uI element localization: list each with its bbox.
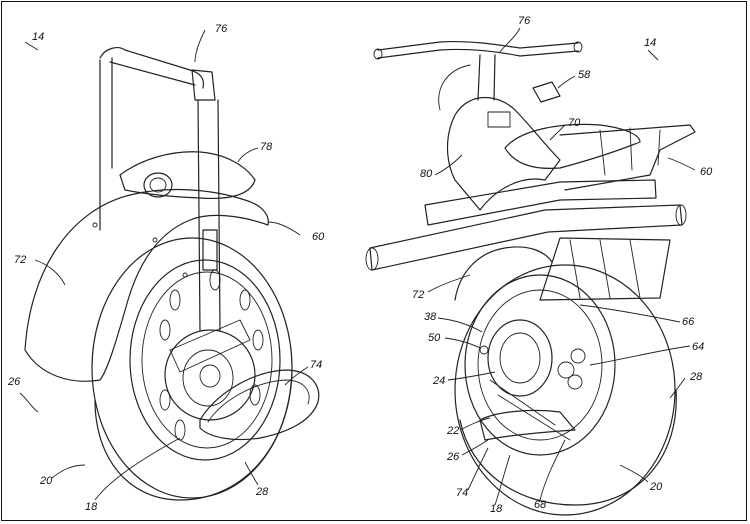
- right-hub: [487, 319, 553, 397]
- left-stanchion: [197, 99, 201, 331]
- label-left-28: 28: [255, 486, 269, 498]
- label-right-22: 22: [446, 425, 459, 437]
- right-handlebar: [377, 40, 579, 51]
- label-right-66: 66: [682, 316, 695, 328]
- right-rim-inner: [477, 289, 603, 441]
- right-remote: [532, 81, 561, 103]
- right-view: [365, 40, 696, 516]
- label-right-64: 64: [692, 341, 704, 353]
- left-reference-labels: 14 76 78 60 72 26 74 20 18 28: [7, 23, 325, 513]
- label-left-26: 26: [7, 376, 21, 388]
- right-component-50: [479, 345, 489, 355]
- right-rim: [464, 274, 616, 456]
- label-right-38: 38: [424, 311, 437, 323]
- label-right-14: 14: [644, 37, 656, 49]
- right-fender: [454, 246, 553, 301]
- label-right-28: 28: [689, 371, 703, 383]
- left-rim-inner: [141, 271, 273, 449]
- right-frame-upper-beam: [424, 179, 657, 226]
- right-seat: [504, 123, 641, 170]
- left-footrest: [199, 369, 320, 441]
- label-right-20: 20: [649, 481, 663, 493]
- left-seat-light: [143, 172, 173, 198]
- label-right-58: 58: [578, 69, 591, 81]
- label-right-24: 24: [432, 375, 445, 387]
- label-left-20: 20: [39, 475, 53, 487]
- label-right-50: 50: [428, 332, 441, 344]
- right-frame-lower-beam: [369, 204, 683, 271]
- left-leaders: [19, 29, 309, 501]
- left-seat: [119, 151, 256, 200]
- left-hub-inner: [182, 349, 234, 407]
- right-reference-labels: 76 14 58 70 80 60 72 38 66 50 64 24 28 2…: [412, 15, 713, 515]
- label-right-68: 68: [534, 499, 547, 511]
- label-left-18: 18: [85, 501, 98, 513]
- left-hub-axle: [199, 364, 221, 388]
- left-tire-outer: [91, 237, 293, 499]
- left-fender: [24, 188, 269, 382]
- left-handle-grip: [191, 69, 216, 101]
- label-right-80: 80: [420, 168, 433, 180]
- left-rim: [129, 259, 281, 461]
- right-leaders: [427, 27, 696, 506]
- left-rim-holes: [159, 269, 264, 441]
- left-tire-tread: [94, 369, 293, 501]
- left-hub: [164, 329, 256, 421]
- left-bracket: [169, 319, 251, 373]
- right-footrest: [479, 409, 576, 441]
- left-stanchion-clamp: [202, 229, 218, 271]
- right-support-frame: [539, 237, 671, 301]
- left-view: [24, 47, 320, 501]
- right-cable: [438, 64, 471, 111]
- right-rack: [559, 124, 696, 191]
- left-handle-bar: [99, 47, 205, 89]
- label-right-60: 60: [700, 166, 713, 178]
- right-display: [487, 111, 511, 128]
- label-left-14: 14: [32, 31, 44, 43]
- label-right-72: 72: [412, 289, 424, 301]
- right-stem: [477, 54, 496, 101]
- right-tire: [454, 264, 676, 516]
- label-right-18: 18: [490, 503, 503, 515]
- label-left-78: 78: [260, 141, 273, 153]
- label-right-70: 70: [568, 117, 581, 129]
- label-left-74: 74: [310, 359, 322, 371]
- label-left-60: 60: [312, 231, 325, 243]
- label-right-76: 76: [518, 15, 531, 27]
- label-left-76: 76: [215, 23, 228, 35]
- right-tire-tread: [459, 389, 677, 506]
- label-left-72: 72: [14, 254, 26, 266]
- label-right-26: 26: [446, 451, 460, 463]
- label-right-74: 74: [456, 487, 468, 499]
- right-body: [446, 97, 561, 211]
- right-component-64a: [557, 361, 575, 379]
